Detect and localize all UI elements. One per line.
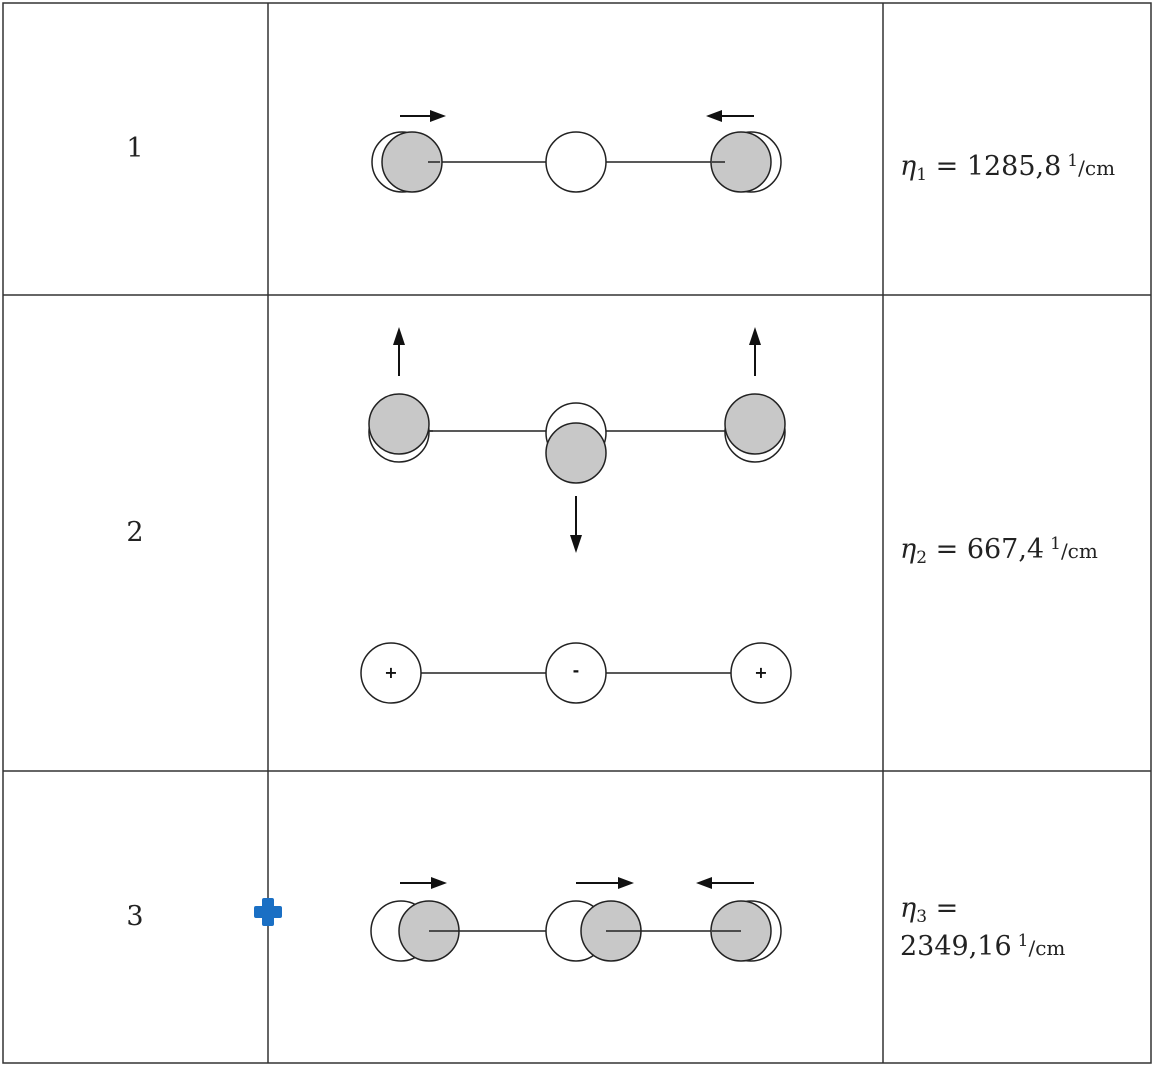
move-cursor-icon[interactable]: [254, 898, 282, 926]
row-1-number: 1: [126, 133, 143, 164]
row-2-number: 2: [126, 517, 143, 548]
plus-sign: +: [384, 663, 397, 682]
atom-displaced: [545, 422, 607, 484]
arrow-icon: [696, 877, 712, 889]
atom-plus: [730, 642, 792, 704]
arrow-icon: [430, 110, 446, 122]
mode-1-diagram: [371, 110, 782, 193]
atom-displaced: [368, 393, 430, 455]
row-3-number: 3: [126, 901, 143, 932]
atom-displaced: [724, 393, 786, 455]
atom-displaced: [381, 131, 443, 193]
mode-2-diagram: + - +: [360, 327, 792, 704]
atom-displaced: [710, 131, 772, 193]
mode-3-diagram: [370, 877, 782, 962]
plus-sign: +: [754, 663, 767, 682]
arrow-icon: [618, 877, 634, 889]
arrow-icon: [431, 877, 447, 889]
atom-plus: [360, 642, 422, 704]
minus-sign: -: [573, 661, 580, 680]
arrow-icon: [706, 110, 722, 122]
atom-center: [545, 131, 607, 193]
arrow-icon: [393, 327, 405, 345]
arrow-icon: [749, 327, 761, 345]
frequency-3-line-1: η3 =: [900, 893, 958, 927]
arrow-icon: [570, 535, 582, 553]
atom-minus: [545, 642, 607, 704]
